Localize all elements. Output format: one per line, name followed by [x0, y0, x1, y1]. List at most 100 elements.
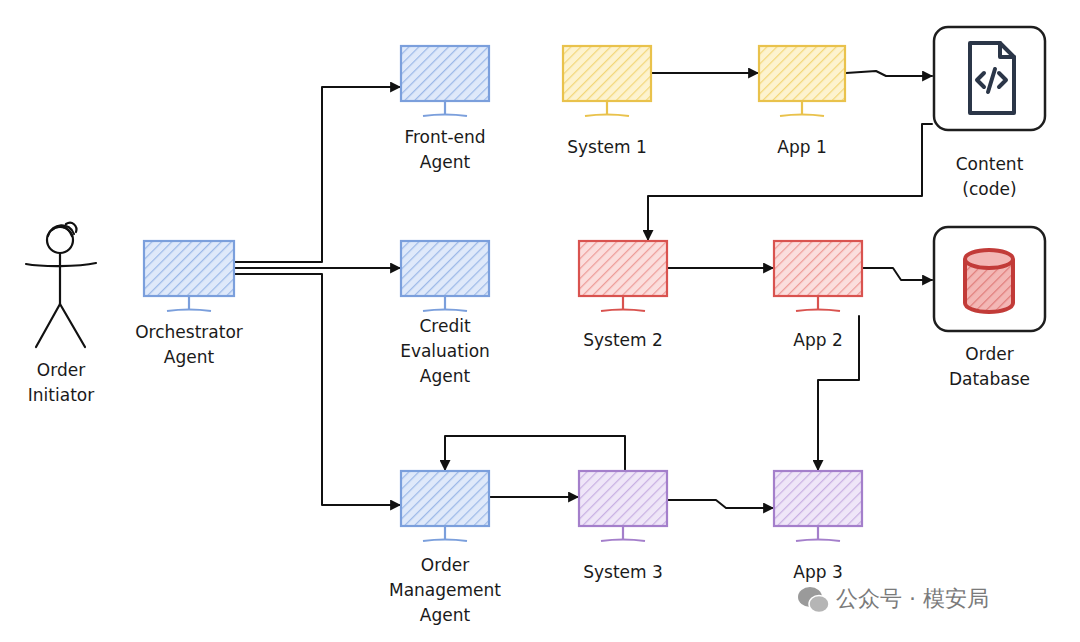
agent-monitor: System 2 [578, 240, 668, 316]
flow-arrow [863, 268, 932, 280]
node-text: Front-end Agent [393, 125, 498, 175]
flow-arrow [648, 124, 932, 240]
flow-arrow [668, 267, 773, 269]
monitor-icon [400, 45, 490, 121]
code-slash [988, 69, 995, 92]
node-text: System 1 [542, 135, 672, 160]
monitor-stand [188, 296, 190, 309]
file-icon [932, 25, 1047, 132]
agent-monitor: App 1 [758, 45, 846, 121]
person-icon [22, 218, 100, 350]
node-text: Content (code) [935, 152, 1045, 202]
node-label: Order Database [935, 342, 1045, 392]
monitor-icon [143, 240, 235, 316]
watermark: 公众号 · 模安局 [836, 584, 989, 614]
node-label: Order Initiator [11, 358, 111, 408]
monitor-icon [773, 240, 863, 316]
person-body [59, 253, 61, 304]
person-leg [36, 304, 60, 347]
monitor-base [780, 115, 824, 117]
agent-monitor: Orchestrator Agent [143, 240, 235, 316]
wechat-icon [797, 585, 831, 615]
monitor-base [585, 115, 629, 117]
monitor-icon [773, 470, 863, 546]
monitor-stand [801, 101, 803, 114]
node-label: Orchestrator Agent [122, 320, 257, 370]
icon-frame [934, 227, 1045, 331]
monitor-base [423, 115, 467, 117]
node-text: System 2 [558, 328, 688, 353]
monitor-icon [758, 45, 846, 121]
flow-arrow [668, 500, 773, 508]
monitor-icon [562, 45, 652, 121]
monitor-stand [622, 526, 624, 539]
monitor-screen [401, 241, 489, 296]
monitor-stand [817, 296, 819, 309]
node-label: App 2 [758, 328, 878, 353]
node-label: Content (code) [935, 152, 1045, 202]
monitor-screen [774, 471, 862, 526]
flow-arrow [445, 436, 625, 470]
node-text: System 3 [558, 560, 688, 585]
node-text: Order Database [935, 342, 1045, 392]
node-text: App 2 [758, 328, 878, 353]
node-label: Front-end Agent [393, 125, 498, 175]
monitor-base [423, 310, 467, 312]
monitor-stand [622, 296, 624, 309]
monitor-screen [144, 241, 234, 296]
wechat-bubble [809, 596, 829, 613]
node-label: App 1 [742, 135, 862, 160]
monitor-screen [401, 46, 489, 101]
monitor-stand [444, 526, 446, 539]
node-label: System 3 [558, 560, 688, 585]
db-icon [932, 225, 1047, 333]
person-leg [60, 304, 85, 347]
person-hair [48, 223, 76, 236]
monitor-base [601, 540, 645, 542]
monitor-screen [401, 471, 489, 526]
agent-monitor: Credit Evaluation Agent [400, 240, 490, 316]
node-label: System 2 [558, 328, 688, 353]
monitor-base [423, 540, 467, 542]
agent-monitor: Front-end Agent [400, 45, 490, 121]
node-text: Credit Evaluation Agent [383, 314, 508, 389]
agent-monitor: App 2 [773, 240, 863, 316]
monitor-stand [817, 526, 819, 539]
monitor-screen [579, 471, 667, 526]
monitor-icon [578, 470, 668, 546]
node-label: Order Management Agent [375, 553, 515, 628]
flow-arrow [235, 87, 400, 262]
node-text: Order Initiator [11, 358, 111, 408]
flow-arrow [235, 274, 400, 505]
code-bracket [977, 73, 984, 87]
monitor-base [167, 310, 211, 312]
monitor-screen [774, 241, 862, 296]
monitor-screen [579, 241, 667, 296]
cylinder-top [965, 250, 1013, 268]
flow-arrow [490, 496, 578, 498]
flow-arrow [846, 71, 932, 76]
node-text: App 1 [742, 135, 862, 160]
node-text: Orchestrator Agent [122, 320, 257, 370]
agent-monitor: App 3 [773, 470, 863, 546]
monitor-icon [400, 470, 490, 546]
agent-monitor: System 1 [562, 45, 652, 121]
code-bracket [999, 73, 1006, 87]
flow-arrow [652, 72, 758, 74]
file-node: Content (code) [932, 25, 1047, 132]
node-label: Credit Evaluation Agent [383, 314, 508, 389]
monitor-screen [563, 46, 651, 101]
monitor-screen [759, 46, 845, 101]
monitor-stand [444, 101, 446, 114]
monitor-base [601, 310, 645, 312]
document-fold [1000, 43, 1014, 57]
flow-arrow [235, 267, 400, 269]
node-text: Order Management Agent [375, 553, 515, 628]
db-node: Order Database [932, 225, 1047, 333]
agent-monitor: Order Management Agent [400, 470, 490, 546]
monitor-stand [444, 296, 446, 309]
person-arms [26, 263, 96, 266]
node-text: App 3 [758, 560, 878, 585]
monitor-base [796, 540, 840, 542]
